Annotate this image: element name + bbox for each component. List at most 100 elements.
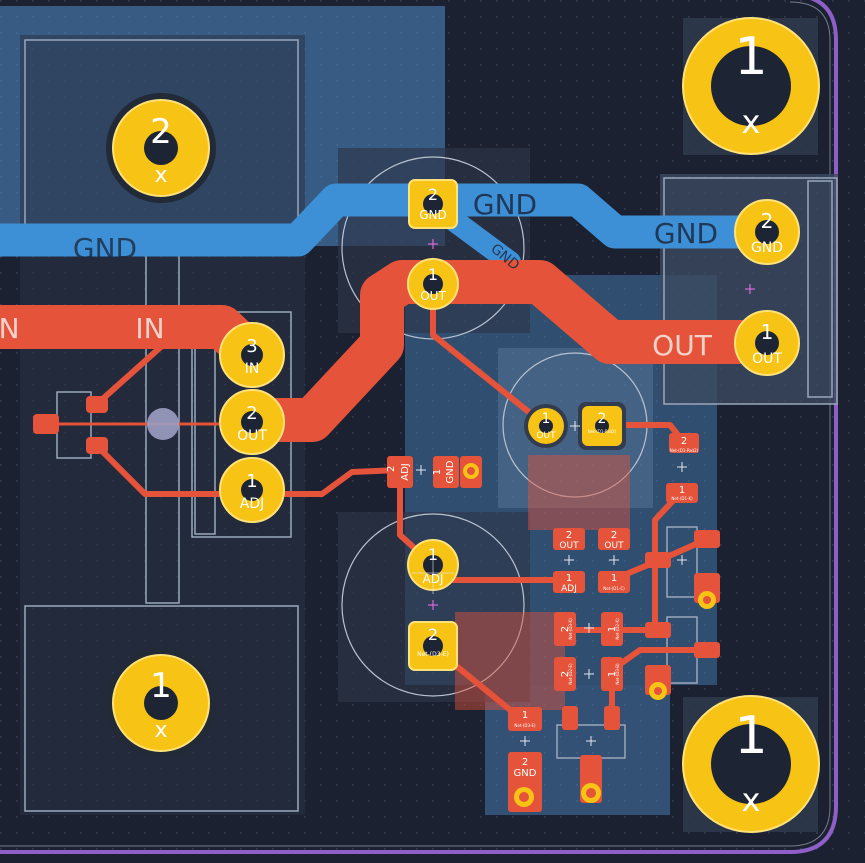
via-gnd-drill (467, 467, 475, 475)
pad-net: IN (245, 361, 260, 377)
smd-pad-adj[interactable]: 1 ADJ (553, 571, 585, 594)
pad-number: 2 (428, 625, 438, 644)
pad-number: 2 (428, 185, 438, 204)
smd-pad-d3-k[interactable]: 2 Net-(D3-K) (554, 612, 576, 646)
net-label-in-mid: IN (135, 312, 164, 345)
pad-u1-adj[interactable]: 1 ADJ (219, 457, 285, 523)
pad-number: 1 (246, 471, 257, 492)
pad-net: Net-(D3-E) (514, 723, 536, 728)
pad-number: 2 (566, 530, 572, 541)
net-label-out-right: OUT (652, 329, 713, 362)
net-label-gnd-right: GND (654, 217, 718, 250)
smd-pad-mid-a[interactable] (645, 622, 671, 638)
pad-j-out[interactable]: 1 OUT (734, 310, 800, 376)
pad-number: 1 (607, 671, 618, 677)
pad-number: 2 (246, 403, 257, 424)
pad-net: GND (419, 208, 447, 222)
net-label-in-left: IN (0, 312, 20, 345)
pad-c1-out[interactable]: 1 OUT (407, 258, 459, 310)
vias (514, 591, 716, 807)
pad-c3-pad2[interactable]: 2 Net-(D3-E) (408, 621, 458, 671)
board-edge-inner (0, 1, 831, 847)
pad-net: Net-(D1-K) (671, 496, 693, 501)
pad-number: 2 (611, 530, 617, 541)
pad-number: 2 (560, 671, 571, 677)
smd-pad-d2-e[interactable]: 2 Net-(D2-E) (554, 657, 576, 691)
pad-net: Net-(D2-K) (615, 618, 620, 640)
pad-number: 2 (598, 411, 607, 427)
pad-net: ADJ (240, 496, 265, 512)
smd-pad-out-b[interactable]: 2 OUT (598, 528, 630, 551)
smd-pad-q-a[interactable] (562, 706, 578, 730)
pad-u1-in[interactable]: 3 IN (219, 322, 285, 388)
smd-pad-left[interactable] (33, 414, 59, 434)
pad-number: 1 (566, 573, 572, 584)
pad-number: 1 (734, 706, 767, 766)
pad-net: Net-(D1-Pad2) (670, 448, 699, 453)
pad-net: OUT (604, 541, 624, 551)
smd-pad-left-bottom[interactable] (86, 437, 108, 454)
silkscreen-plus-marks (412, 421, 687, 746)
pad-c2-out[interactable]: 1 OUT (524, 404, 568, 448)
pad-net: OUT (237, 428, 267, 444)
smd-pad-mid-b[interactable] (694, 642, 720, 658)
smd-pad-r-top[interactable] (694, 530, 720, 548)
pad-c2-pad2[interactable]: 2 Net-(D1-Pad2) (578, 402, 626, 450)
smd-res-adj[interactable]: 2 ADJ (386, 456, 413, 488)
pad-number: 2 (150, 112, 172, 152)
pad-j-gnd[interactable]: 2 GND (734, 199, 800, 265)
pad-net: x (742, 781, 761, 819)
pad-u1-out[interactable]: 2 OUT (219, 389, 285, 455)
pad-c1-gnd[interactable]: 2 GND (408, 179, 458, 229)
pad-number: 2 (761, 209, 774, 233)
smd-pad-d1-pad2[interactable]: 2 Net-(D1-Pad2) (669, 433, 699, 453)
pad-net: OUT (420, 289, 446, 303)
smd-pad-d3-b[interactable]: 1 Net-(D3-B) (601, 657, 623, 691)
smd-pad-mid-left[interactable] (645, 552, 671, 568)
smd-pad-d1-c[interactable]: 1 Net-(D1-C) (598, 571, 630, 593)
pad-number: 3 (246, 336, 257, 357)
anchor-markers (428, 239, 755, 610)
pad-net: GND (445, 460, 456, 483)
pad-net: OUT (559, 541, 579, 551)
smd-pad-left-top[interactable] (86, 396, 108, 413)
net-label-gnd-left: GND (73, 232, 137, 265)
smd-pad-d2-k[interactable]: 1 Net-(D2-K) (601, 612, 623, 646)
pad-net: Net-(D2-E) (568, 663, 573, 685)
pad-number: 2 (522, 757, 528, 768)
pad-net: x (154, 163, 167, 188)
board-edge-cuts (0, 0, 838, 854)
pad-number: 2 (681, 436, 687, 447)
pad-number: 1 (761, 320, 774, 344)
pad-net: GND (751, 240, 783, 256)
pad-number: 1 (611, 573, 617, 584)
pad-net: Net-(D3-B) (615, 663, 620, 685)
smd-pad-d3-e[interactable]: 1 Net-(D3-E) (508, 707, 542, 731)
smd-res-gnd[interactable]: 1 GND (432, 456, 459, 488)
pad-number: 1 (432, 469, 443, 475)
mounting-hole-bottom-right[interactable]: 1 x (682, 695, 820, 833)
mounting-hole-bottom-left[interactable]: 1 x (106, 648, 216, 758)
pad-number: 1 (734, 27, 767, 87)
pad-net: x (154, 718, 167, 743)
pad-net: OUT (752, 351, 782, 367)
pad-number: 1 (522, 710, 528, 721)
mounting-hole-top-left[interactable]: 2 x (106, 93, 216, 203)
mounting-hole-top-right[interactable]: 1 x (682, 17, 820, 155)
smd-pad-out-a[interactable]: 2 OUT (553, 528, 585, 551)
thermal-via-heatsink (147, 408, 179, 440)
pad-net: ADJ (561, 584, 577, 594)
smd-pad-d1-k[interactable]: 1 Net-(D1-K) (666, 483, 698, 503)
pad-net: ADJ (400, 463, 411, 481)
pad-net: GND (514, 768, 537, 779)
smd-pad-q-b[interactable] (604, 706, 620, 730)
pad-number: 1 (542, 411, 551, 427)
pour-net-region (455, 612, 565, 710)
pad-net: OUT (536, 431, 556, 441)
pad-number: 2 (560, 626, 571, 632)
net-label-gnd-mid: GND (473, 188, 537, 221)
pad-number: 2 (386, 466, 397, 472)
pad-net: Net-(D1-C) (603, 586, 625, 591)
pad-net: Net-(D3-K) (568, 618, 573, 640)
